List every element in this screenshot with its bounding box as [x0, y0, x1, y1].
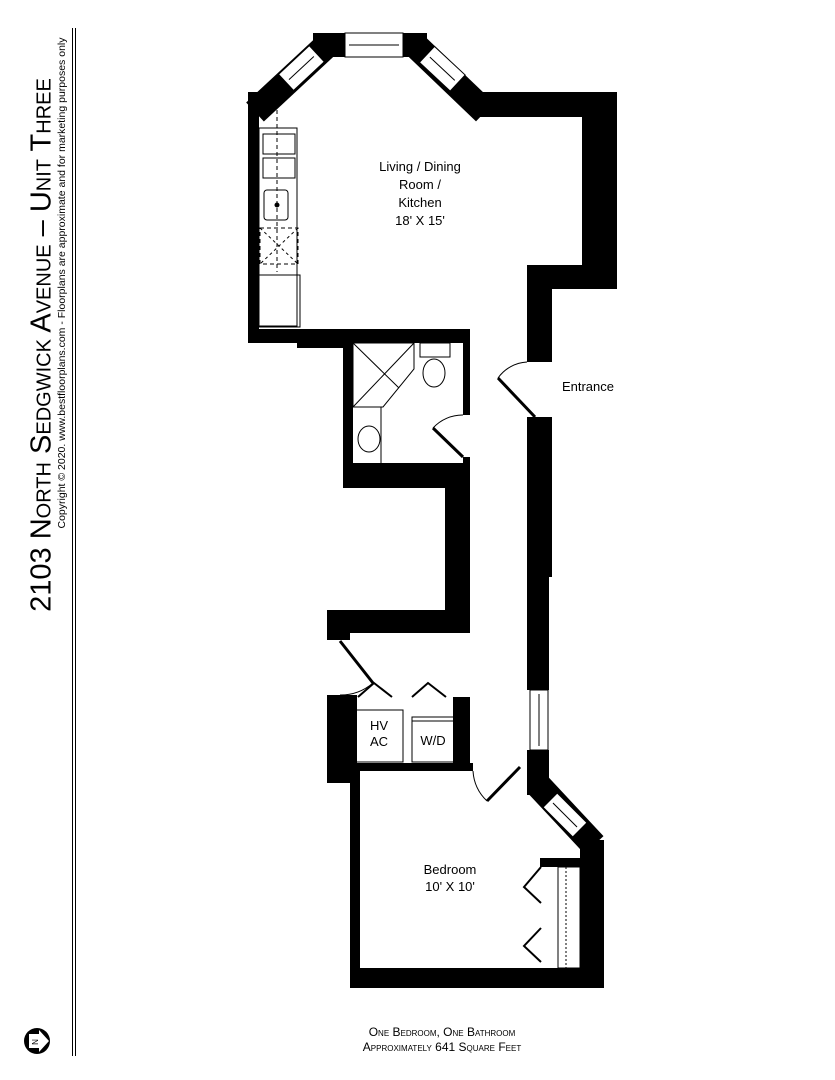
entrance-label: Entrance [562, 379, 614, 394]
living-room-label: Room / [399, 177, 441, 192]
north-letter: N [31, 1039, 40, 1045]
footer-line-2: Approximately 641 Square Feet [362, 1040, 522, 1054]
toilet-icon [422, 358, 446, 388]
fixtures [258, 110, 581, 969]
room-labels: Living / Dining Room / Kitchen 18' X 15'… [370, 159, 614, 894]
entrance-door [496, 376, 537, 419]
bath-door-swing [432, 414, 464, 429]
north-arrow-icon: N [24, 1028, 50, 1054]
hvac-label: HV [370, 718, 388, 733]
bedroom-door-swing [472, 770, 488, 802]
closet-door [338, 640, 375, 684]
windows [277, 32, 588, 838]
hvac-label: AC [370, 734, 388, 749]
footer-line-1: One Bedroom, One Bathroom [368, 1025, 516, 1039]
living-room-size: 18' X 15' [395, 213, 445, 228]
divider-line [72, 28, 73, 1056]
bath-door [431, 426, 465, 459]
wd-label: W/D [420, 733, 445, 748]
living-room-label: Living / Dining [379, 159, 461, 174]
entrance-door-swing [497, 361, 528, 379]
dishwasher-icon [259, 227, 299, 265]
footer: One Bedroom, One Bathroom Approximately … [363, 1025, 521, 1055]
bedroom-size: 10' X 10' [425, 879, 475, 894]
sink-icon [263, 189, 289, 221]
living-room-label: Kitchen [398, 195, 441, 210]
bedroom-label: Bedroom [424, 862, 477, 877]
washer-dryer [411, 716, 456, 763]
divider-line [75, 28, 76, 1056]
toilet-tank-icon [419, 342, 451, 358]
stove-burner-icon [262, 133, 296, 155]
kitchen-counter [258, 127, 298, 327]
bedroom-closet [557, 866, 581, 969]
bedroom-door [485, 765, 522, 803]
stove-burner-icon [262, 157, 296, 179]
bath-sink-icon [357, 425, 381, 453]
refrigerator-icon [258, 274, 301, 328]
hvac-unit [355, 709, 404, 763]
